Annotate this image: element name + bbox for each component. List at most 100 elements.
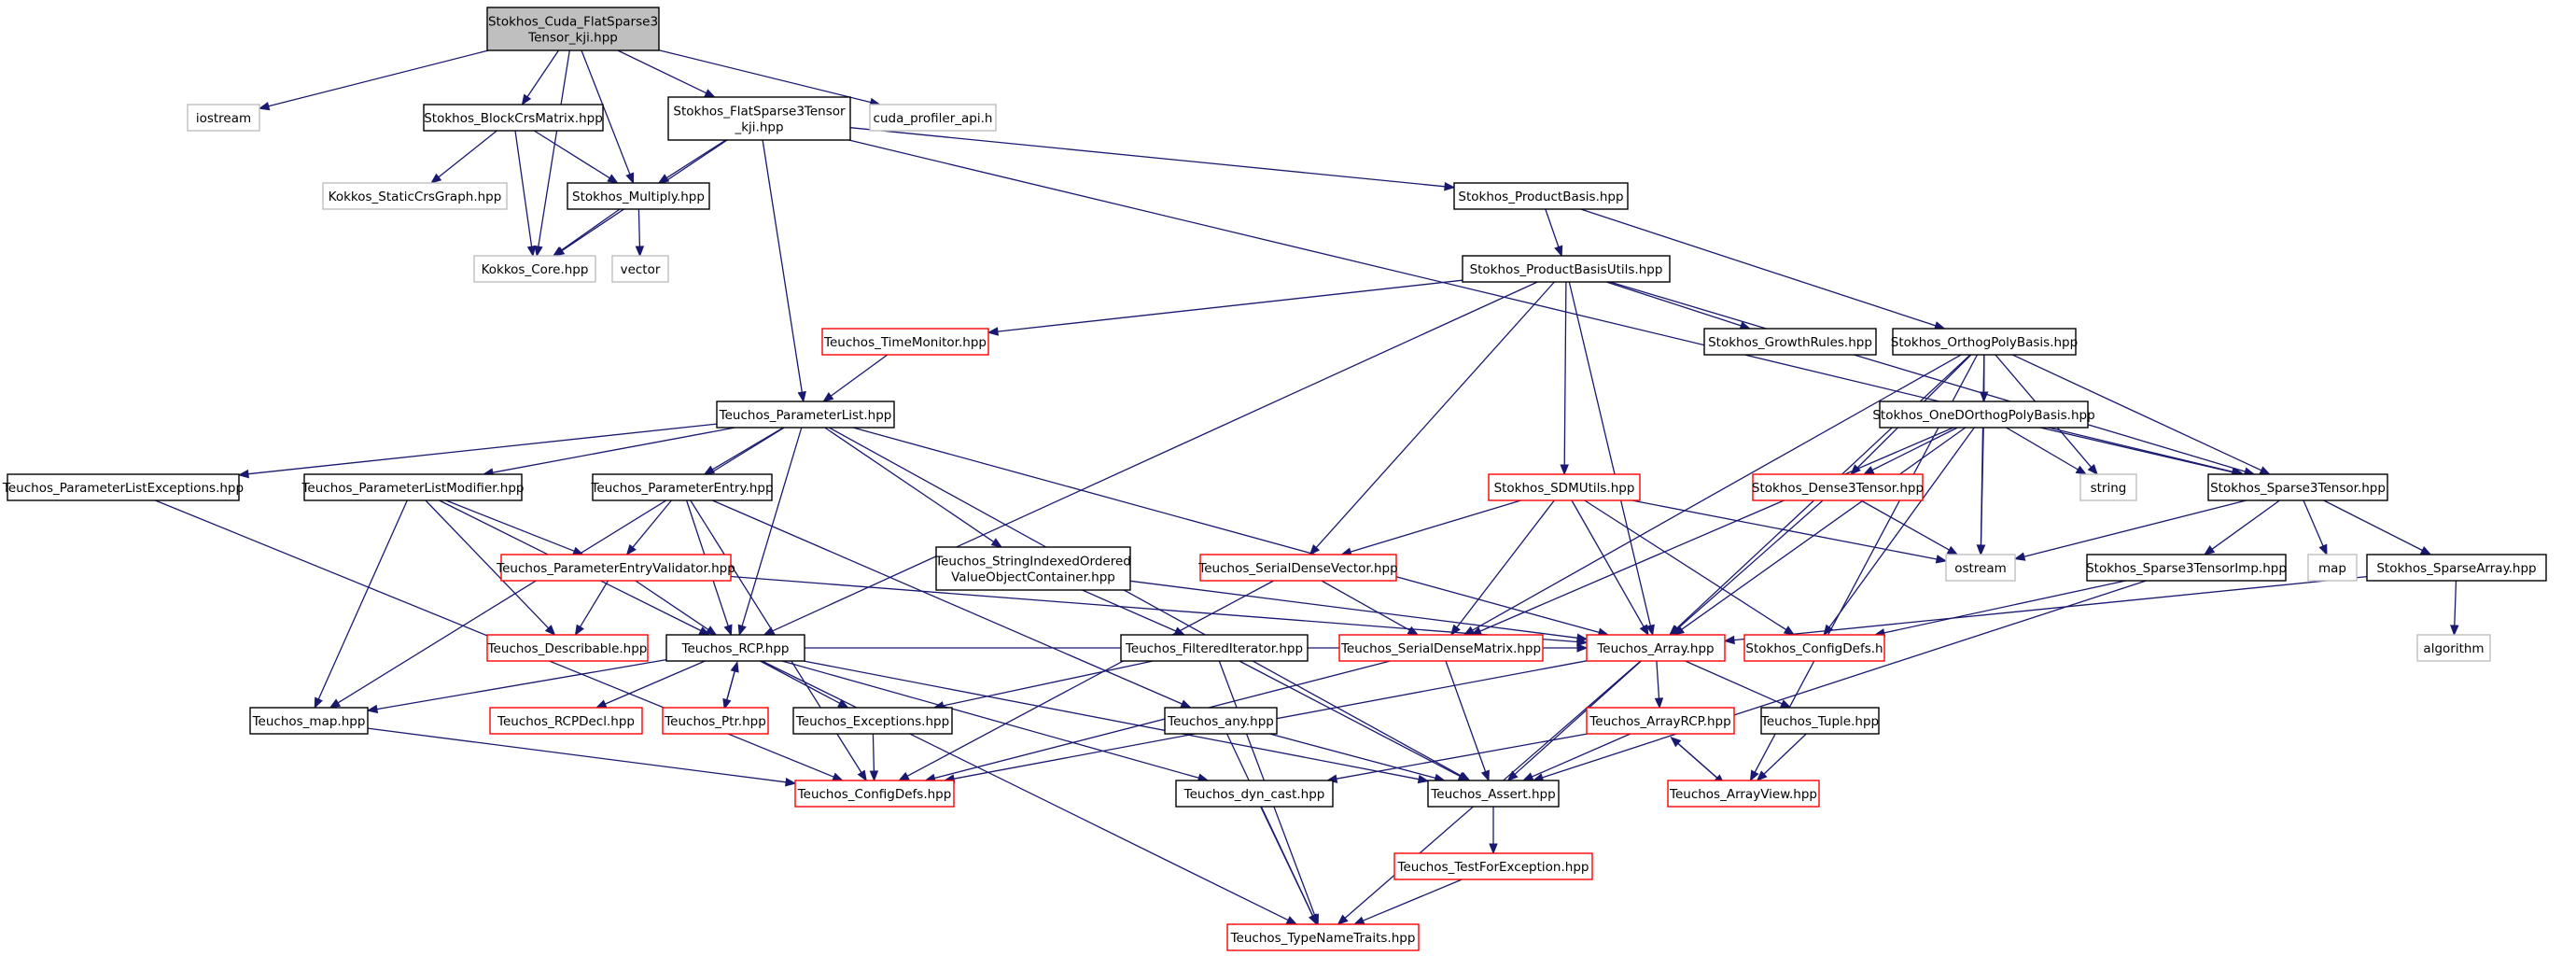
node-testforexc[interactable]: Teuchos_TestForException.hpp xyxy=(1393,852,1593,880)
node-productbasis[interactable]: Stokhos_ProductBasis.hpp xyxy=(1453,182,1629,210)
edge-exceptions-to-configdefs xyxy=(869,733,879,782)
arrowhead-icon xyxy=(703,465,716,475)
edge-line xyxy=(711,427,784,471)
node-box xyxy=(489,707,643,735)
node-serialdensevector[interactable]: Teuchos_SerialDenseVector.hpp xyxy=(1197,554,1398,582)
edge-productbasisutils-to-serialdensevector xyxy=(1309,281,1555,556)
edge-array-to-assert xyxy=(1506,660,1642,781)
node-box xyxy=(667,96,851,141)
node-timemonitor[interactable]: Teuchos_TimeMonitor.hpp xyxy=(821,328,989,356)
node-sdmutils[interactable]: Stokhos_SDMUtils.hpp xyxy=(1488,473,1641,501)
node-typenametraits[interactable]: Teuchos_TypeNameTraits.hpp xyxy=(1226,923,1420,951)
arrowhead-icon xyxy=(704,89,716,98)
node-box xyxy=(486,7,660,51)
node-box xyxy=(662,707,769,735)
arrowhead-icon xyxy=(430,173,442,184)
edge-arrayrcp-to-assert xyxy=(1521,733,1631,781)
arrowhead-icon xyxy=(258,102,271,111)
node-ptr[interactable]: Teuchos_Ptr.hpp xyxy=(662,707,769,735)
node-box xyxy=(869,104,997,132)
node-arrayview[interactable]: Teuchos_ArrayView.hpp xyxy=(1667,780,1820,808)
edge-line xyxy=(849,127,1446,188)
edge-paramlist-to-plexceptions xyxy=(237,423,718,479)
node-root[interactable]: Stokhos_Cuda_FlatSparse3Tensor_kji.hpp xyxy=(486,7,660,51)
edge-flatsparse-to-multiply xyxy=(657,139,726,184)
node-peValidator[interactable]: Teuchos_ParameterEntryValidator.hpp xyxy=(496,554,735,582)
node-dyncast[interactable]: Teuchos_dyn_cast.hpp xyxy=(1175,780,1334,808)
node-exceptions[interactable]: Teuchos_Exceptions.hpp xyxy=(792,707,953,735)
edge-paramlist-to-stringindexed xyxy=(824,427,1003,548)
node-dense3[interactable]: Stokhos_Dense3Tensor.hpp xyxy=(1752,473,1924,501)
edge-line xyxy=(580,580,609,627)
edge-line xyxy=(762,660,1289,921)
edge-line xyxy=(514,130,533,247)
edge-rcp-to-teuchosmap xyxy=(366,658,667,714)
edge-line xyxy=(1542,580,2147,779)
edge-line xyxy=(1336,733,1589,780)
node-configdefs[interactable]: Teuchos_ConfigDefs.hpp xyxy=(794,780,955,808)
arrowhead-icon xyxy=(1670,736,1682,748)
arrowhead-icon xyxy=(785,777,797,787)
node-paramlist[interactable]: Teuchos_ParameterList.hpp xyxy=(716,401,895,429)
node-rcpdecl[interactable]: Teuchos_RCPDecl.hpp xyxy=(489,707,643,735)
node-label: Tensor_kji.hpp xyxy=(527,31,618,46)
node-describable[interactable]: Teuchos_Describable.hpp xyxy=(486,634,649,662)
edge-rcp-to-rcpdecl xyxy=(595,660,706,709)
arrowhead-icon xyxy=(1180,699,1192,709)
node-label: Stokhos_BlockCrsMatrix.hpp xyxy=(424,111,603,126)
node-sparse3[interactable]: Stokhos_Sparse3Tensor.hpp xyxy=(2207,473,2388,501)
node-arrayrcp[interactable]: Teuchos_ArrayRCP.hpp xyxy=(1586,707,1735,735)
edge-line xyxy=(1883,580,2126,634)
node-kokkosgraph: Kokkos_StaticCrsGraph.hpp xyxy=(322,182,508,210)
edge-line xyxy=(605,660,706,705)
node-filtered[interactable]: Teuchos_FilteredIterator.hpp xyxy=(1120,634,1309,662)
node-box xyxy=(1752,473,1924,501)
node-teuchosmap[interactable]: Teuchos_map.hpp xyxy=(249,707,369,735)
node-orthopoly[interactable]: Stokhos_OrthogPolyBasis.hpp xyxy=(1891,328,2078,356)
node-blockcrs[interactable]: Stokhos_BlockCrsMatrix.hpp xyxy=(423,104,604,132)
node-label: map xyxy=(2318,561,2346,576)
node-assert[interactable]: Teuchos_Assert.hpp xyxy=(1427,780,1560,808)
node-box xyxy=(1760,707,1880,735)
edge-line xyxy=(1532,733,1631,778)
node-box xyxy=(423,104,604,132)
node-tuple[interactable]: Teuchos_Tuple.hpp xyxy=(1760,707,1880,735)
edge-line xyxy=(1239,660,1461,777)
node-serialdensematrix[interactable]: Teuchos_SerialDenseMatrix.hpp xyxy=(1338,634,1544,662)
node-flatsparse[interactable]: Stokhos_FlatSparse3Tensor_kji.hpp xyxy=(667,96,851,141)
node-box xyxy=(322,182,508,210)
node-configdefsh[interactable]: Stokhos_ConfigDefs.h xyxy=(1743,634,1885,662)
edge-line xyxy=(1685,660,1783,705)
node-label: Teuchos_ArrayView.hpp xyxy=(1669,787,1817,802)
arrowhead-icon xyxy=(1285,916,1298,925)
edge-dense3-to-ostream xyxy=(1860,499,1959,555)
arrowhead-icon xyxy=(635,246,645,258)
arrowhead-icon xyxy=(1576,633,1589,642)
node-rcp[interactable]: Teuchos_RCP.hpp xyxy=(665,634,805,662)
node-array[interactable]: Teuchos_Array.hpp xyxy=(1586,634,1726,662)
edge-line xyxy=(712,499,1183,705)
node-multiply[interactable]: Stokhos_Multiply.hpp xyxy=(567,182,710,210)
node-onedortho[interactable]: Stokhos_OneDOrthogPolyBasis.hpp xyxy=(1872,401,2095,429)
node-label: Teuchos_ArrayRCP.hpp xyxy=(1589,714,1730,729)
edge-root-to-blockcrs xyxy=(521,49,560,106)
node-algorithm: algorithm xyxy=(2416,634,2491,662)
node-plmodifier[interactable]: Teuchos_ParameterListModifier.hpp xyxy=(301,473,525,501)
node-sparsearray[interactable]: Stokhos_SparseArray.hpp xyxy=(2366,554,2547,582)
edge-serialdensevector-to-configdefs xyxy=(898,580,1275,781)
edge-line xyxy=(317,499,408,700)
node-sparse3imp[interactable]: Stokhos_Sparse3TensorImp.hpp xyxy=(2086,554,2287,582)
node-paramentry[interactable]: Teuchos_ParameterEntry.hpp xyxy=(590,473,774,501)
edge-line xyxy=(906,580,1275,777)
edge-line xyxy=(526,49,560,98)
node-plexceptions[interactable]: Teuchos_ParameterListExceptions.hpp xyxy=(2,473,244,501)
node-box xyxy=(303,473,523,501)
node-stringindexed[interactable]: Teuchos_StringIndexedOrderedValueObjectC… xyxy=(934,546,1131,591)
node-label: Kokkos_Core.hpp xyxy=(482,262,589,277)
edge-productbasisutils-to-timemonitor xyxy=(987,279,1463,336)
node-growthrules[interactable]: Stokhos_GrowthRules.hpp xyxy=(1703,328,1877,356)
node-any[interactable]: Teuchos_any.hpp xyxy=(1164,707,1278,735)
node-productbasisutils[interactable]: Stokhos_ProductBasisUtils.hpp xyxy=(1462,255,1671,283)
arrowhead-icon xyxy=(2419,546,2432,555)
node-map: map xyxy=(2307,554,2358,582)
